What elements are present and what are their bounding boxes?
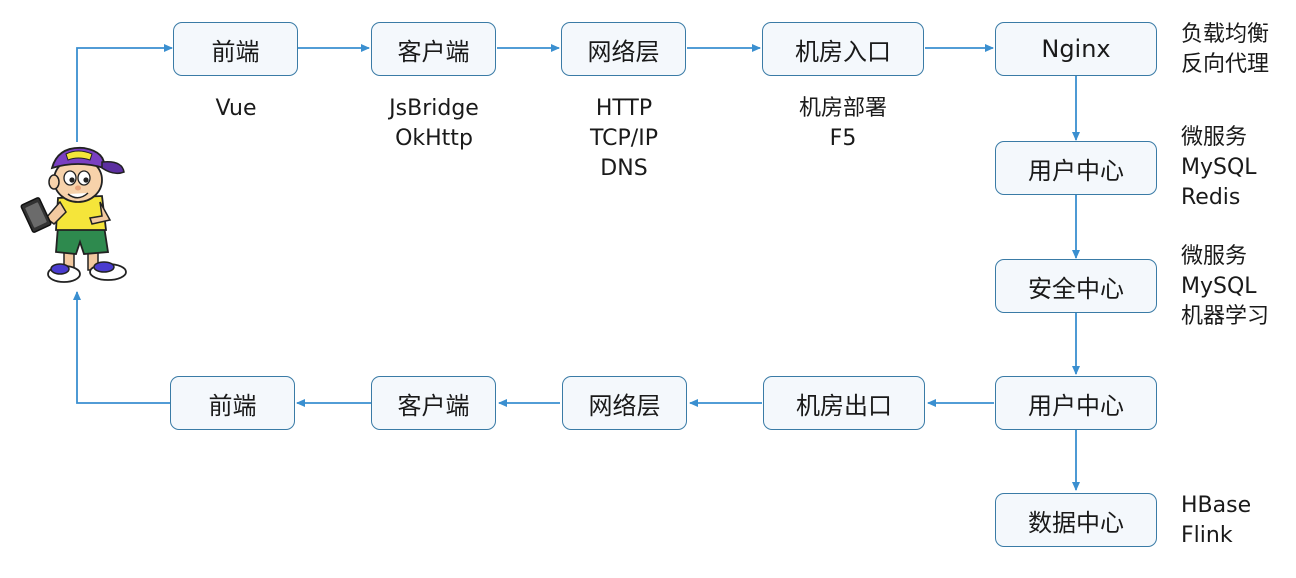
note-line: TCP/IP bbox=[590, 126, 658, 151]
note-line: DNS bbox=[600, 156, 648, 181]
user-center-label: 用户中心 bbox=[1028, 156, 1124, 185]
network-layer-return-label: 网络层 bbox=[588, 391, 661, 420]
note-line: 机房部署 bbox=[798, 96, 888, 121]
note-line: OkHttp bbox=[395, 126, 473, 151]
security-center-notes: 微服务 MySQL 机器学习 bbox=[1181, 242, 1269, 332]
client-label: 客户端 bbox=[397, 37, 470, 66]
user-center-node-lower: 用户中心 bbox=[995, 376, 1157, 430]
datacenter-exit-node: 机房出口 bbox=[763, 376, 925, 430]
user-center-lower-label: 用户中心 bbox=[1028, 391, 1124, 420]
note-line: Redis bbox=[1181, 185, 1241, 210]
datacenter-entry-notes: 机房部署 F5 bbox=[799, 94, 887, 154]
note-line: HTTP bbox=[595, 96, 653, 121]
frontend-label: 前端 bbox=[211, 37, 260, 66]
kid-with-tablet-icon bbox=[20, 146, 127, 283]
data-center-label: 数据中心 bbox=[1028, 508, 1124, 537]
security-center-node: 安全中心 bbox=[995, 259, 1157, 313]
note-line: JsBridge bbox=[389, 96, 479, 121]
network-layer-node: 网络层 bbox=[561, 22, 686, 76]
note-line: 反向代理 bbox=[1181, 52, 1270, 77]
datacenter-exit-label: 机房出口 bbox=[796, 391, 892, 420]
network-layer-return-node: 网络层 bbox=[562, 376, 687, 430]
note-line: 微服务 bbox=[1181, 244, 1248, 269]
user-center-node: 用户中心 bbox=[995, 141, 1157, 195]
datacenter-entry-label: 机房入口 bbox=[795, 37, 891, 66]
note-line: F5 bbox=[829, 126, 857, 151]
frontend-return-node: 前端 bbox=[170, 376, 295, 430]
note-line: Vue bbox=[215, 96, 257, 121]
datacenter-entry-node: 机房入口 bbox=[762, 22, 924, 76]
data-center-notes: HBase Flink bbox=[1181, 491, 1251, 551]
arrow-kid-to-frontend bbox=[76, 44, 173, 142]
note-line: 负载均衡 bbox=[1181, 22, 1270, 47]
note-line: Flink bbox=[1181, 523, 1233, 548]
client-return-node: 客户端 bbox=[371, 376, 496, 430]
frontend-return-label: 前端 bbox=[208, 391, 257, 420]
note-line: MySQL bbox=[1181, 274, 1257, 299]
frontend-node: 前端 bbox=[173, 22, 298, 76]
network-layer-label: 网络层 bbox=[587, 37, 660, 66]
client-return-label: 客户端 bbox=[397, 391, 470, 420]
nginx-label: Nginx bbox=[1041, 35, 1111, 63]
note-line: MySQL bbox=[1181, 155, 1257, 180]
nginx-node: Nginx bbox=[995, 22, 1157, 76]
frontend-notes: Vue bbox=[215, 94, 256, 124]
note-line: HBase bbox=[1181, 493, 1252, 518]
client-node: 客户端 bbox=[371, 22, 496, 76]
note-line: 微服务 bbox=[1181, 125, 1248, 150]
network-notes: HTTP TCP/IP DNS bbox=[590, 94, 658, 184]
security-center-label: 安全中心 bbox=[1028, 274, 1124, 303]
client-notes: JsBridge OkHttp bbox=[389, 94, 479, 154]
user-center-notes: 微服务 MySQL Redis bbox=[1181, 123, 1257, 213]
note-line: 机器学习 bbox=[1181, 304, 1270, 329]
arrow-frontend-to-kid bbox=[73, 291, 170, 404]
nginx-notes: 负载均衡 反向代理 bbox=[1181, 20, 1269, 80]
data-center-node: 数据中心 bbox=[995, 493, 1157, 547]
